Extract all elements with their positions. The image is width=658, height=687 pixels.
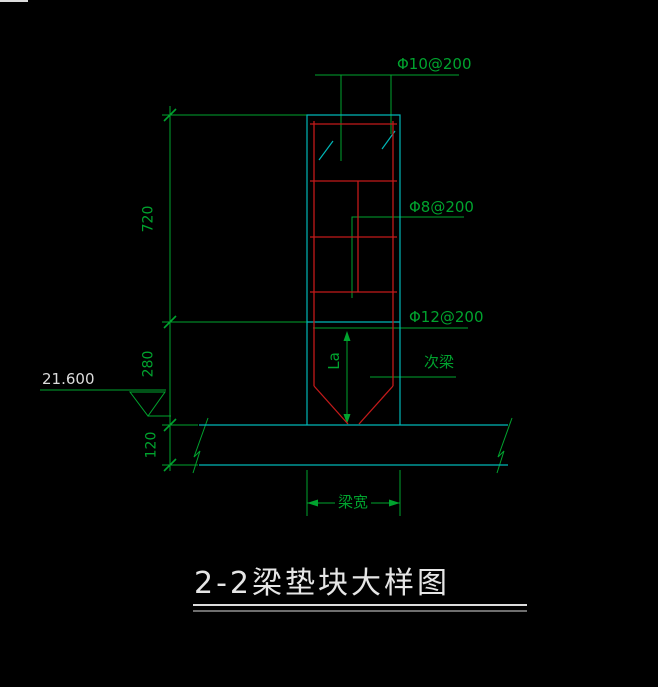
concrete-outline [199,114,508,466]
extension-lines [162,114,307,466]
rebar-linework [310,121,397,425]
la-arrow-down [343,414,351,424]
dim-value-720: 720 [140,205,157,233]
beam-width-arrow-right [389,499,400,507]
label-bottom-rebar: Φ12@200 [409,308,484,326]
slab-lines [199,424,508,466]
elevation-triangle [129,391,166,417]
label-la-dimension: La [324,352,343,370]
break-mark-left [192,417,209,474]
column-outline [306,114,401,425]
stirrup-hook-slashes [318,130,396,161]
dim-tick-marks [163,108,177,472]
white-linework [0,0,527,612]
la-arrow-up [343,331,351,341]
drawing-title: 2-2梁垫块大样图 [194,566,450,601]
label-secondary-beam: 次梁 [424,353,455,371]
leader-mid-rebar [351,216,464,298]
leader-top-rebar [315,74,459,161]
label-top-rebar: Φ10@200 [397,55,472,73]
elevation-value: 21.600 [42,370,95,388]
rebar-verticals [313,121,394,386]
rebar-pad-diagonals [313,385,394,425]
rebar-stirrups [310,123,397,293]
dim-value-120: 120 [143,431,160,459]
break-mark-right [496,417,513,474]
label-mid-rebar: Φ8@200 [409,198,474,216]
dim-value-280: 280 [140,350,157,378]
dimension-linework [40,74,513,516]
beam-width-arrow-left [307,499,318,507]
label-beam-width: 梁宽 [335,494,372,511]
